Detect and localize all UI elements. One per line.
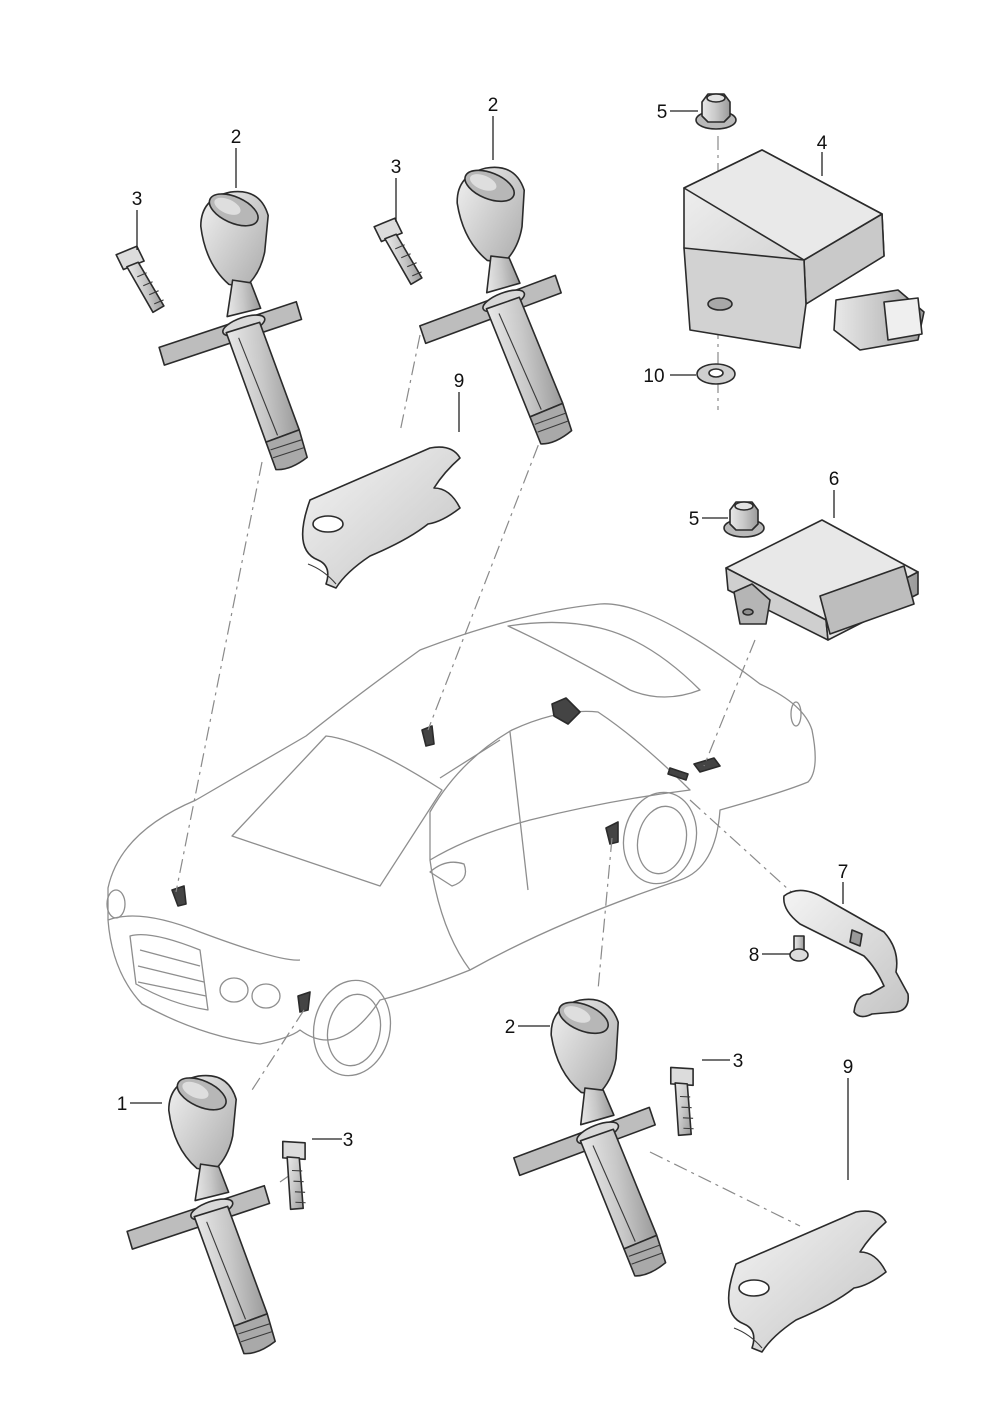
callout-label-3: 3 bbox=[733, 1051, 744, 1072]
bracket-9-bottom bbox=[727, 1210, 887, 1353]
bracket-9-top bbox=[301, 446, 461, 589]
callout-label-10: 10 bbox=[643, 366, 664, 387]
screw-8 bbox=[789, 935, 809, 962]
callout-label-2: 2 bbox=[488, 95, 499, 116]
speed-sensor-1-front-left bbox=[115, 1065, 281, 1363]
callout-label-3: 3 bbox=[391, 157, 402, 178]
nut-5-top bbox=[695, 93, 737, 130]
washer-10 bbox=[696, 363, 736, 385]
callout-label-4: 4 bbox=[817, 133, 828, 154]
bolt-3-top-middle bbox=[372, 214, 425, 291]
callout-label-2: 2 bbox=[505, 1017, 516, 1038]
callout-leaders bbox=[130, 110, 849, 1180]
bolt-3-bottom-right bbox=[654, 1062, 709, 1140]
control-unit-4 bbox=[683, 149, 925, 351]
callout-label-9: 9 bbox=[454, 371, 465, 392]
speed-sensor-2-front-right bbox=[496, 987, 672, 1289]
callout-label-7: 7 bbox=[838, 862, 849, 883]
bolt-3-top-left bbox=[114, 242, 167, 319]
callout-label-3: 3 bbox=[132, 189, 143, 210]
callout-label-6: 6 bbox=[829, 469, 840, 490]
callout-label-9: 9 bbox=[843, 1057, 854, 1078]
callout-label-5: 5 bbox=[689, 509, 700, 530]
callout-label-3: 3 bbox=[343, 1130, 354, 1151]
speed-sensor-2-rear-right bbox=[402, 155, 578, 457]
callout-labels: 2 3 2 3 9 5 4 10 5 6 7 8 2 3 1 3 9 bbox=[117, 95, 854, 1151]
control-unit-6 bbox=[725, 519, 919, 641]
nut-5-middle bbox=[723, 501, 765, 538]
callout-label-8: 8 bbox=[749, 945, 760, 966]
bolt-3-bottom-left bbox=[266, 1136, 321, 1214]
cable-holder-7 bbox=[783, 889, 910, 1018]
callout-label-2: 2 bbox=[231, 127, 242, 148]
speed-sensor-2-rear-left bbox=[147, 181, 313, 479]
car-illustration bbox=[106, 603, 816, 1077]
callout-label-1: 1 bbox=[117, 1094, 128, 1115]
callout-label-5: 5 bbox=[657, 102, 668, 123]
